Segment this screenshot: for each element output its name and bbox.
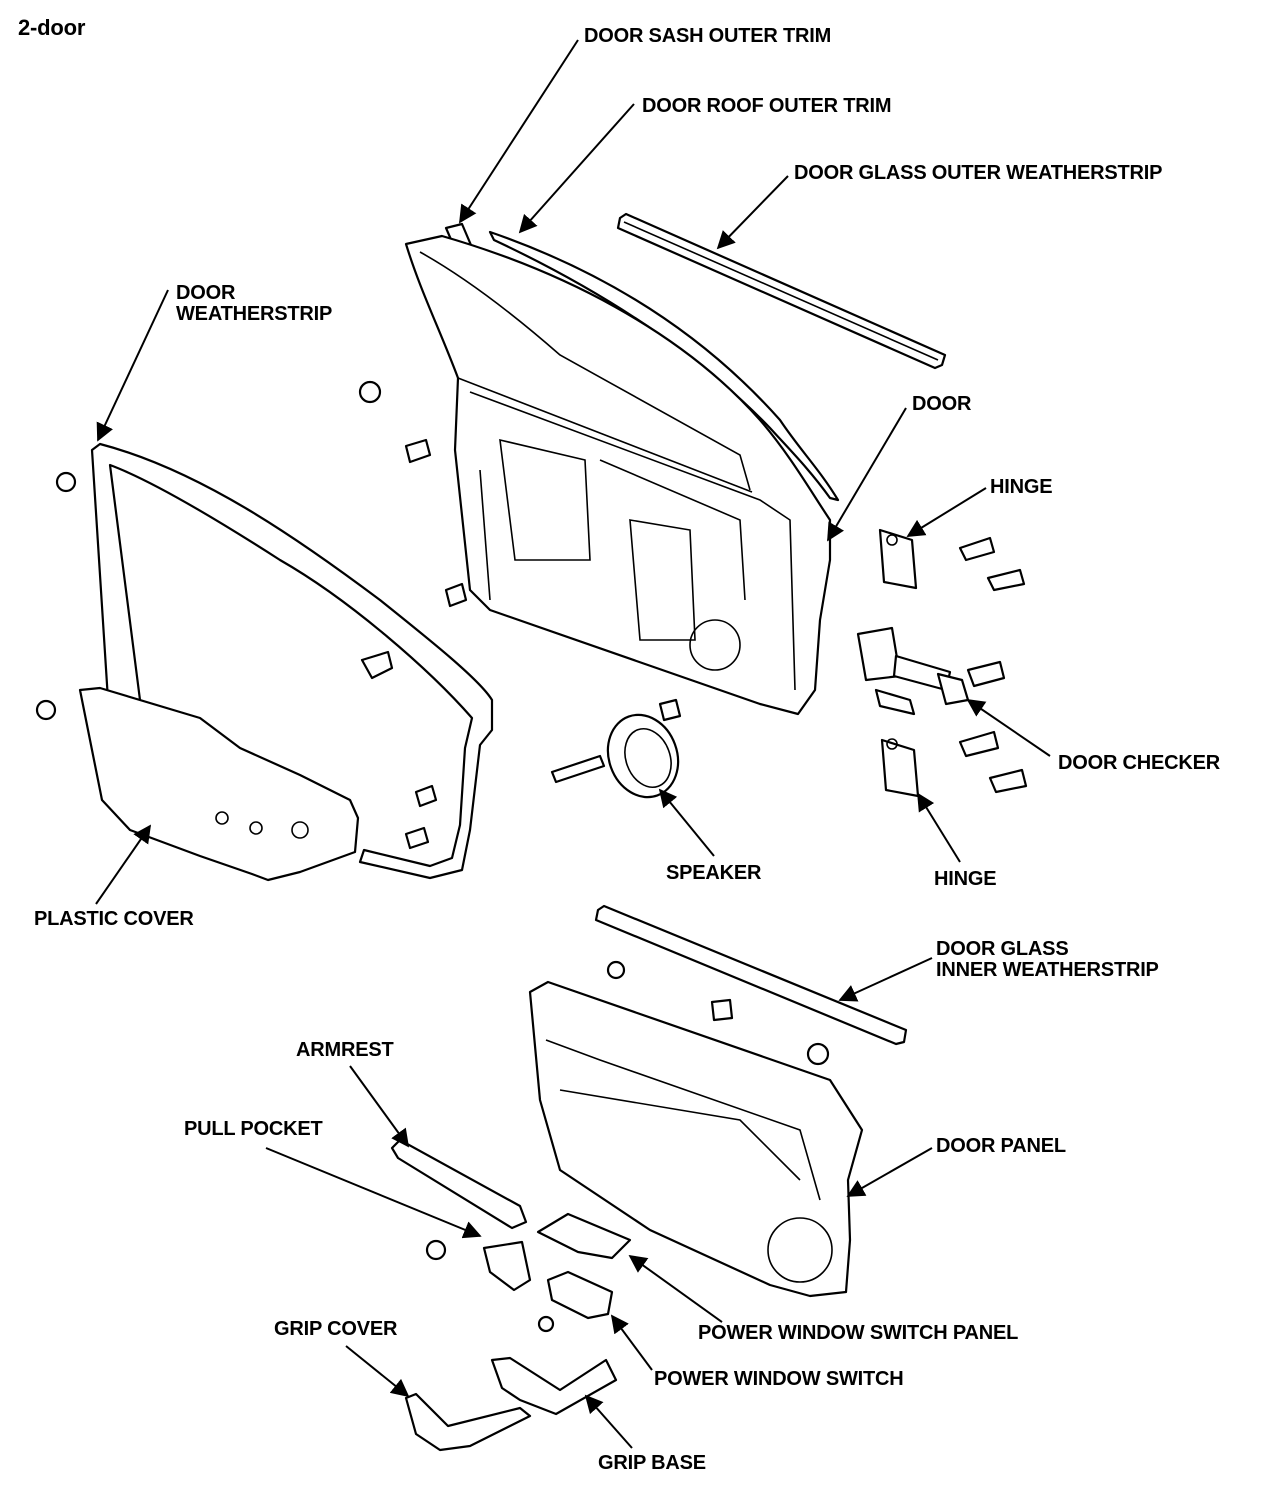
plastic-cover-part (78, 686, 360, 882)
door-glass-inner-weatherstrip-part (594, 904, 908, 1046)
door-checker-part (856, 626, 1006, 716)
label-grip-base: GRIP BASE (598, 1452, 706, 1474)
grip-cover-part (404, 1392, 532, 1452)
label-door: DOOR (912, 393, 972, 415)
label-pull-pocket: PULL POCKET (184, 1118, 323, 1140)
label-plastic-cover: PLASTIC COVER (34, 908, 194, 930)
door-weatherstrip-part (90, 442, 494, 880)
hinge-upper-part (878, 528, 1026, 592)
label-door-checker: DOOR CHECKER (1058, 752, 1221, 774)
label-door-glass-outer-weatherstrip: DOOR GLASS OUTER WEATHERSTRIP (794, 162, 1163, 184)
speaker-part (550, 713, 680, 799)
power-window-switch-part (546, 1270, 614, 1320)
leader-lines (95, 39, 1051, 1449)
power-window-switch-panel-part (536, 1212, 632, 1260)
pull-pocket-part (482, 1240, 532, 1292)
label-door-sash-outer-trim: DOOR SASH OUTER TRIM (584, 25, 832, 47)
label-door-weatherstrip: DOOR WEATHERSTRIP (176, 282, 333, 325)
label-grip-cover: GRIP COVER (274, 1318, 398, 1340)
door-panel-part (528, 980, 864, 1298)
label-door-glass-inner-weatherstrip: DOOR GLASS INNER WEATHERSTRIP (936, 938, 1159, 981)
label-power-window-switch: POWER WINDOW SWITCH (654, 1368, 904, 1390)
grip-base-part (490, 1356, 618, 1416)
label-armrest: ARMREST (296, 1039, 394, 1061)
door-part (404, 234, 832, 716)
label-hinge-lower: HINGE (934, 868, 997, 890)
label-power-window-switch-panel: POWER WINDOW SWITCH PANEL (698, 1322, 1019, 1344)
label-door-roof-outer-trim: DOOR ROOF OUTER TRIM (642, 95, 892, 117)
door-glass-outer-weatherstrip-part (616, 212, 947, 370)
diagram-title: 2-door (18, 15, 86, 40)
armrest-part (390, 1138, 528, 1230)
label-door-panel: DOOR PANEL (936, 1135, 1066, 1157)
hinge-lower-part (880, 730, 1028, 798)
label-hinge-upper: HINGE (990, 476, 1053, 498)
fasteners (35, 380, 830, 1333)
label-speaker: SPEAKER (666, 862, 762, 884)
